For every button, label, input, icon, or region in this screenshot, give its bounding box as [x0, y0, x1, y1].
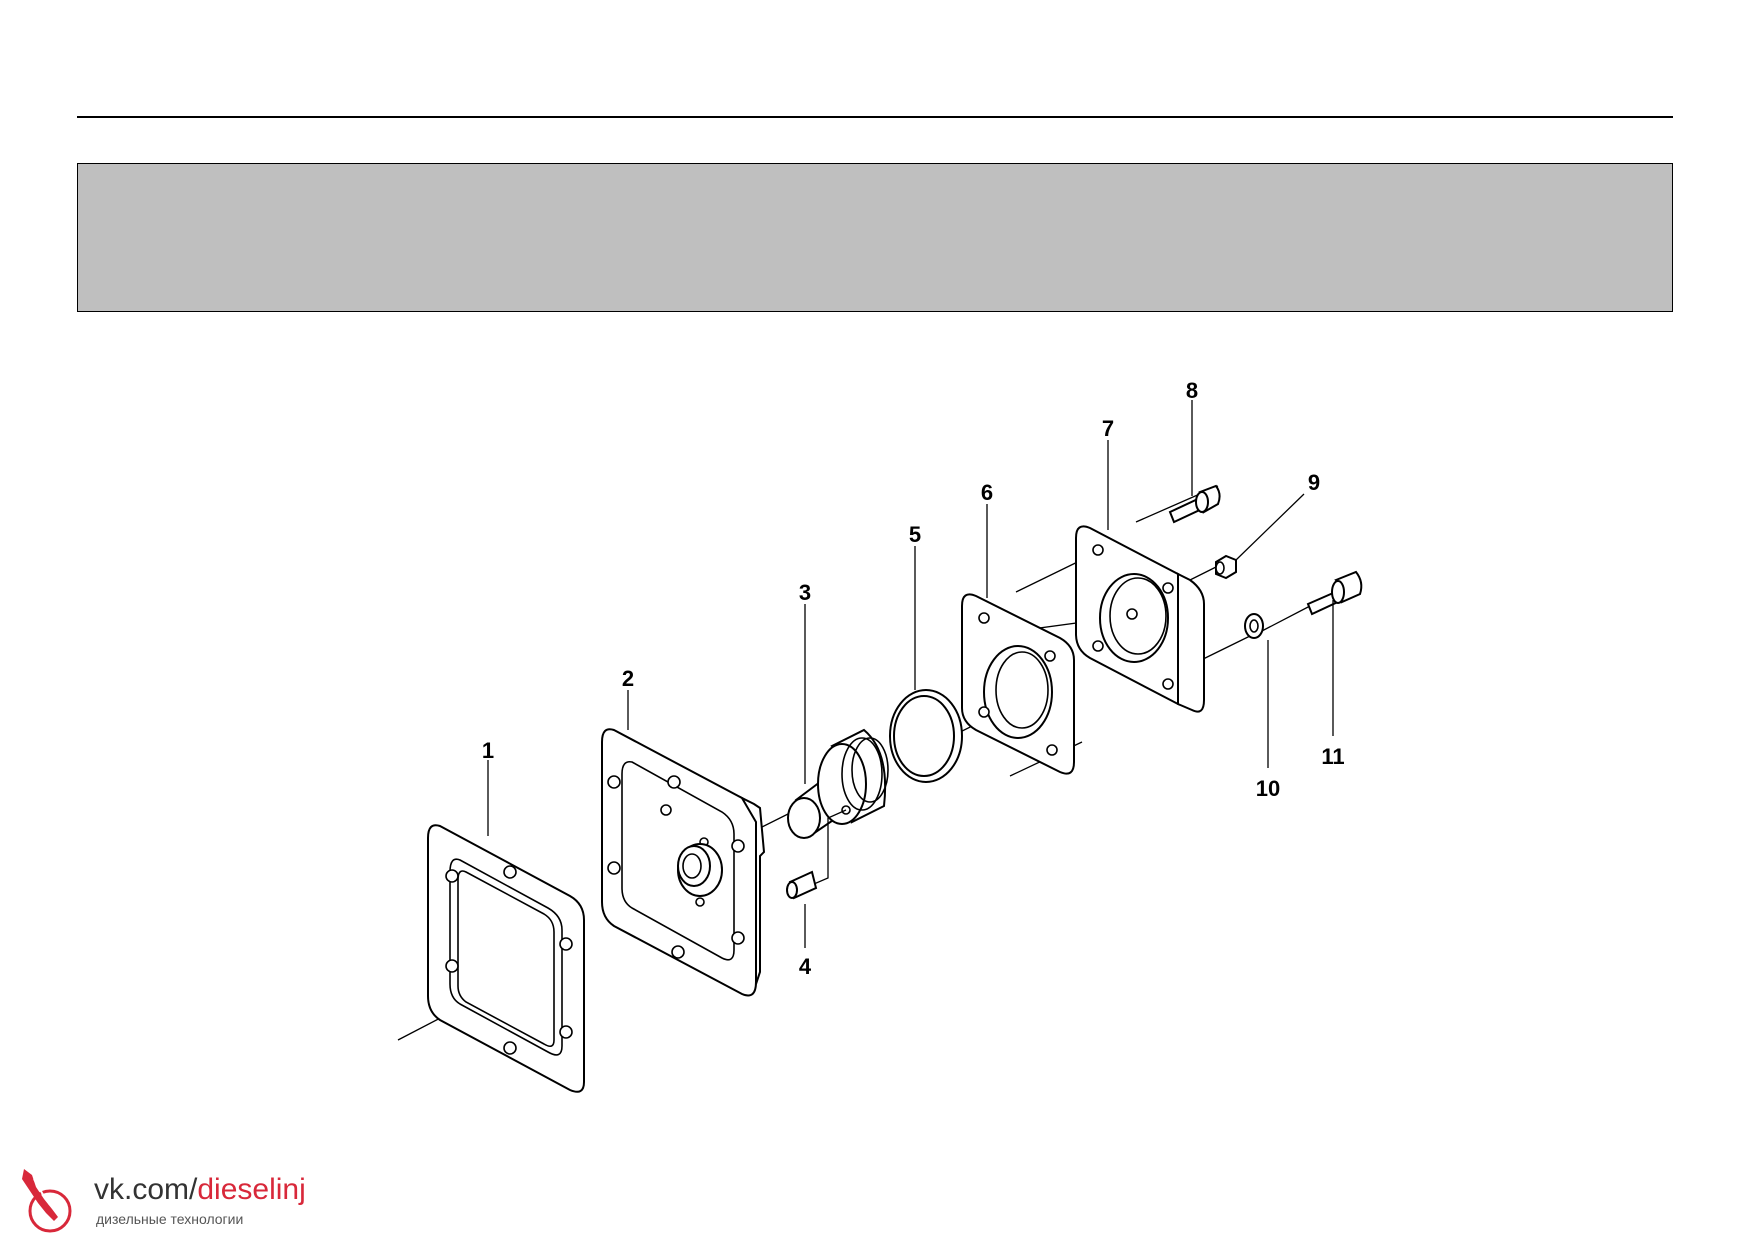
- callout-2: 2: [622, 666, 634, 691]
- callout-3: 3: [799, 580, 811, 605]
- injector-logo-icon: [22, 1169, 72, 1233]
- part-10-washer: [1244, 613, 1264, 639]
- part-1-gasket: [427, 824, 585, 1093]
- callout-8: 8: [1186, 378, 1198, 403]
- part-6-gasket: [961, 593, 1075, 775]
- watermark-host: vk.com/: [94, 1173, 198, 1206]
- part-2-cover: [601, 728, 766, 997]
- watermark-tagline: дизельные технологии: [96, 1211, 244, 1227]
- header-band: [77, 163, 1673, 312]
- callout-7: 7: [1102, 416, 1114, 441]
- part-9-nut: [1215, 554, 1237, 580]
- watermark: vk.com/dieselinj дизельные технологии: [14, 1165, 314, 1235]
- watermark-url: vk.com/dieselinj: [94, 1173, 306, 1207]
- part-7-flange: [1075, 525, 1205, 713]
- callout-1: 1: [482, 738, 494, 763]
- part-3-piston: [787, 728, 889, 891]
- callout-labels: 1 2 3 4 5 6 7 8 9 10 11: [482, 378, 1345, 979]
- leader-lines: [487, 400, 1334, 948]
- callout-5: 5: [909, 522, 921, 547]
- top-rule: [77, 116, 1673, 118]
- part-5-o-ring: [889, 689, 963, 783]
- callout-11: 11: [1321, 744, 1344, 769]
- callout-9: 9: [1308, 470, 1320, 495]
- part-4-pin: [786, 870, 818, 900]
- callout-6: 6: [981, 480, 993, 505]
- watermark-path: dieselinj: [197, 1173, 306, 1206]
- callout-4: 4: [799, 954, 812, 979]
- callout-10: 10: [1256, 776, 1280, 801]
- part-8-bolt: [1168, 484, 1221, 524]
- part-11-bolt: [1306, 570, 1363, 616]
